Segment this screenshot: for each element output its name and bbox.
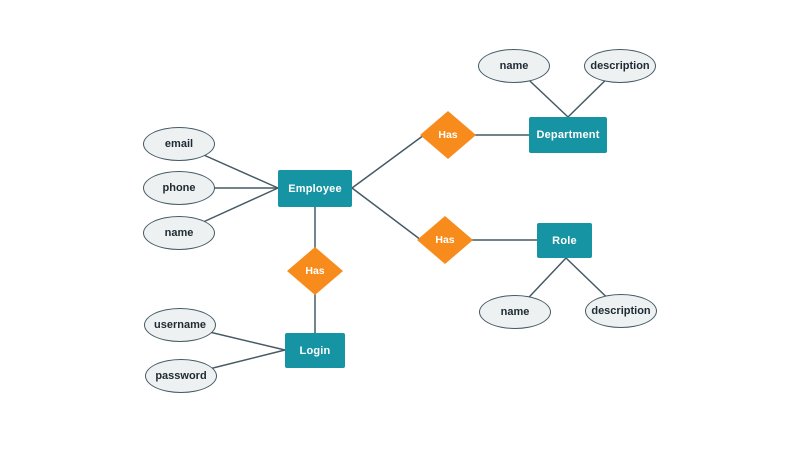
edge-employee-has-department bbox=[351, 134, 425, 189]
relationship-label: Has bbox=[438, 129, 458, 141]
entity-department[interactable]: Department bbox=[529, 117, 607, 153]
entity-label: Department bbox=[536, 129, 600, 141]
attribute-label: description bbox=[590, 60, 650, 72]
entity-role[interactable]: Role bbox=[537, 223, 592, 258]
attribute-label: description bbox=[591, 305, 651, 317]
attribute-label: phone bbox=[162, 182, 196, 194]
entity-login[interactable]: Login bbox=[285, 333, 345, 368]
attribute-department-description[interactable]: description bbox=[584, 49, 656, 83]
entity-label: Role bbox=[552, 234, 577, 247]
relationship-label: Has bbox=[435, 234, 455, 246]
attribute-label: username bbox=[154, 319, 206, 331]
attribute-label: name bbox=[500, 306, 530, 318]
attribute-label: name bbox=[164, 227, 194, 239]
entity-employee[interactable]: Employee bbox=[278, 170, 352, 207]
attribute-label: password bbox=[155, 370, 207, 382]
attribute-label: name bbox=[499, 60, 529, 72]
attribute-login-username[interactable]: username bbox=[144, 308, 216, 342]
attribute-login-password[interactable]: password bbox=[145, 359, 217, 393]
attribute-department-name[interactable]: name bbox=[478, 49, 550, 83]
attribute-role-description[interactable]: description bbox=[585, 294, 657, 328]
attribute-employee-name[interactable]: name bbox=[143, 216, 215, 250]
attribute-employee-email[interactable]: email bbox=[143, 127, 215, 161]
relationship-label: Has bbox=[305, 265, 325, 277]
edge-employee-has-role bbox=[351, 187, 422, 241]
entity-label: Login bbox=[299, 344, 331, 357]
attribute-employee-phone[interactable]: phone bbox=[143, 171, 215, 205]
entity-label: Employee bbox=[288, 182, 342, 195]
attribute-label: email bbox=[164, 138, 194, 150]
attribute-role-name[interactable]: name bbox=[479, 295, 551, 329]
